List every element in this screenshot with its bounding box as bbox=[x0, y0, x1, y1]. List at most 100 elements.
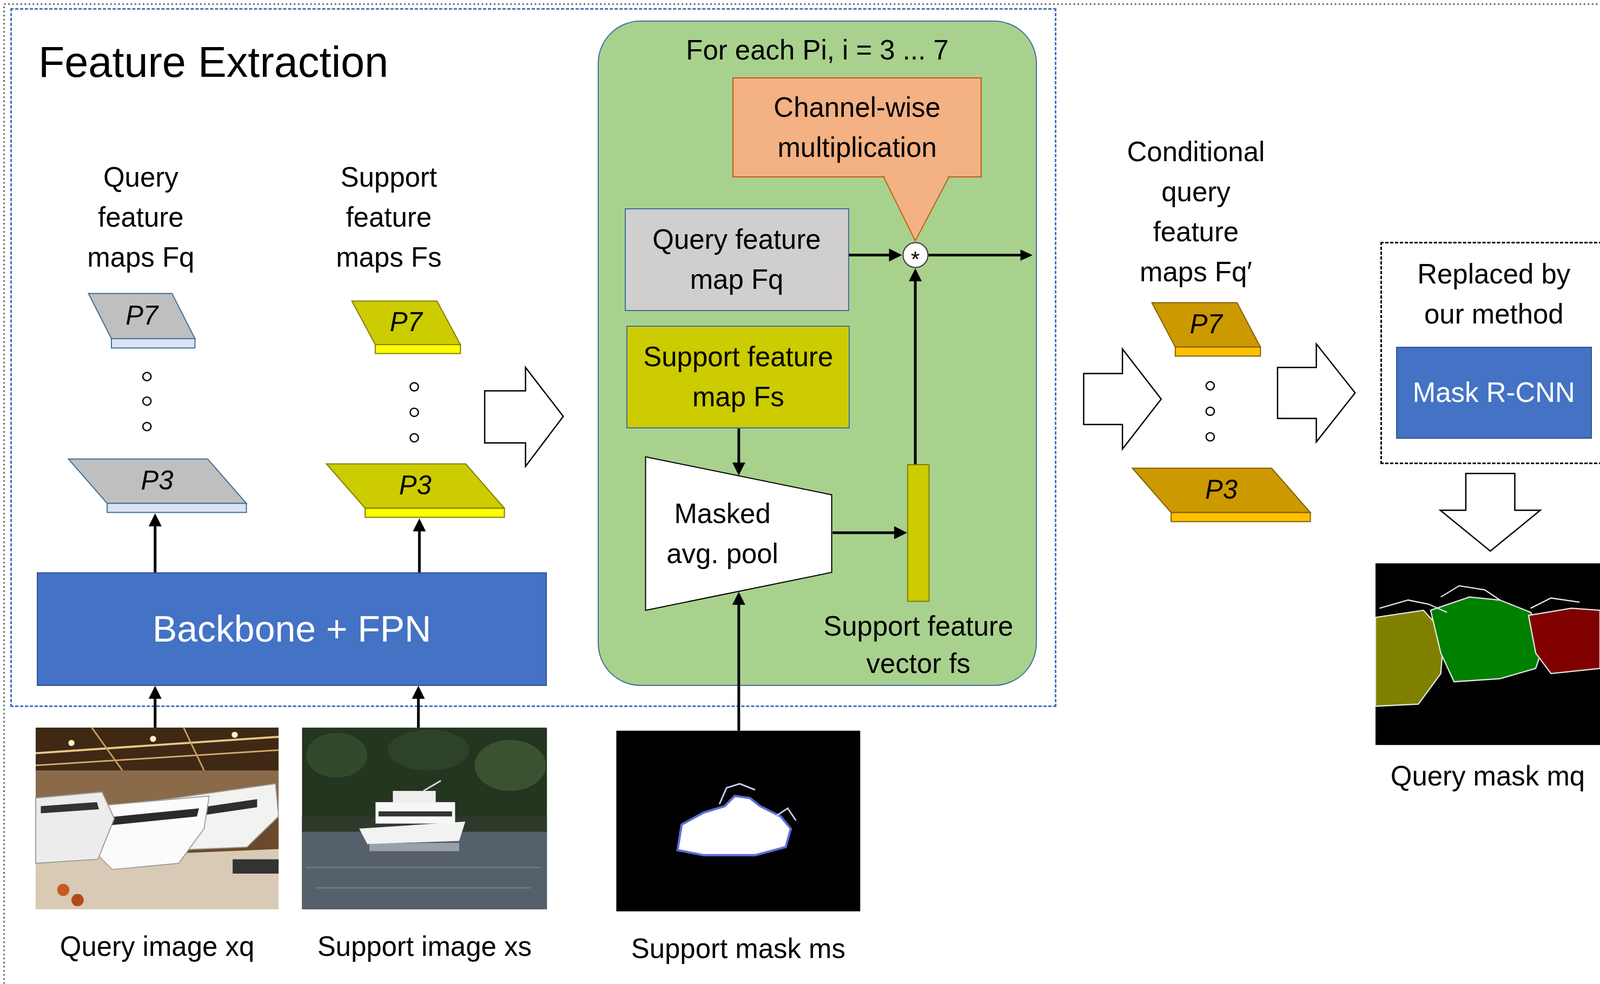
ceiling-beam bbox=[183, 727, 205, 771]
group-label: Support feature maps Fs bbox=[322, 157, 455, 278]
ellipsis-dots bbox=[142, 372, 1215, 442]
arrow-connector bbox=[832, 526, 908, 540]
feature-map-slab: P3 bbox=[67, 458, 248, 514]
slab-face bbox=[1132, 467, 1311, 513]
feature-map-slab: P3 bbox=[1131, 467, 1312, 523]
level-label: P3 bbox=[1205, 475, 1238, 505]
boat-window bbox=[202, 798, 258, 816]
slab-face bbox=[88, 293, 196, 340]
arrow-connector bbox=[849, 248, 903, 262]
mask-outline bbox=[1440, 585, 1500, 600]
region-heading: Replaced by our method bbox=[1402, 254, 1586, 335]
box-text: Query feature map Fq bbox=[632, 219, 842, 300]
level-label: P7 bbox=[389, 307, 423, 337]
arrow-line bbox=[153, 525, 157, 573]
lamp bbox=[231, 731, 238, 738]
boat-top bbox=[392, 790, 436, 804]
tree bbox=[306, 732, 368, 778]
support-mask-illustration bbox=[616, 730, 861, 912]
box-text: Backbone + FPN bbox=[152, 602, 432, 656]
arrow-connector bbox=[148, 513, 162, 573]
arrow-head bbox=[148, 513, 162, 527]
callout-tail bbox=[883, 174, 950, 242]
block-arrow bbox=[484, 367, 564, 467]
box-text: Channel-wise multiplication bbox=[741, 87, 974, 168]
arrow-line bbox=[914, 280, 917, 465]
box-text: Mask R-CNN bbox=[1412, 372, 1576, 413]
region-title: Feature Extraction bbox=[38, 36, 389, 88]
label-anchor: Conditional query feature maps Fq′ bbox=[1120, 131, 1272, 292]
feature-map-slab: P7 bbox=[1151, 301, 1262, 357]
output-arrow-head bbox=[1020, 249, 1033, 261]
ceiling-beam bbox=[35, 736, 279, 753]
arrow-line bbox=[153, 697, 157, 728]
arrow-connector bbox=[412, 518, 426, 573]
ceiling-beam bbox=[35, 750, 279, 766]
arrow-head bbox=[412, 518, 426, 532]
photo-ground bbox=[35, 727, 279, 910]
water-ripple bbox=[306, 866, 541, 869]
dot bbox=[1206, 407, 1215, 416]
mask-blob bbox=[1528, 607, 1600, 674]
mask-ground bbox=[1375, 563, 1600, 745]
block-arrow bbox=[1083, 348, 1161, 449]
level-label: P3 bbox=[141, 466, 174, 496]
boat bbox=[35, 791, 115, 864]
boat-window bbox=[40, 802, 99, 814]
level-label: P7 bbox=[1189, 309, 1223, 340]
feature-map-slab: P7 bbox=[87, 292, 196, 349]
level-label: P3 bbox=[399, 471, 432, 501]
group-label: Query feature maps Fq bbox=[74, 157, 208, 278]
dot bbox=[142, 397, 151, 406]
slab-edge bbox=[375, 344, 461, 354]
dot bbox=[1206, 432, 1215, 441]
trapezoid-outline bbox=[645, 457, 832, 611]
callout-box: Channel-wise multiplication bbox=[732, 77, 982, 178]
photo-ground bbox=[301, 727, 547, 910]
arrow-line bbox=[737, 428, 740, 464]
vector-rect bbox=[907, 464, 930, 602]
slab-face bbox=[1151, 302, 1261, 348]
rope bbox=[57, 883, 70, 897]
caption-text: Query mask mq bbox=[1375, 756, 1600, 797]
arrow-connector bbox=[732, 428, 746, 476]
level-label: P7 bbox=[125, 301, 158, 331]
slab-edge bbox=[365, 508, 505, 518]
shape-outline bbox=[907, 464, 930, 603]
model-box: Mask R-CNN bbox=[1396, 346, 1592, 439]
operator-circle: * bbox=[902, 241, 929, 269]
dot bbox=[142, 372, 151, 381]
arrow-head bbox=[894, 526, 908, 540]
dot bbox=[1206, 381, 1215, 390]
replacement-box: Replaced by our methodMask R-CNN bbox=[1380, 241, 1600, 465]
caption-text: Support feature vector fs bbox=[808, 607, 1029, 683]
boat-hull bbox=[359, 821, 466, 845]
mask-outline bbox=[719, 783, 756, 805]
shape-outline bbox=[644, 455, 833, 612]
arrow-head bbox=[889, 248, 903, 262]
arrow-connector bbox=[411, 685, 425, 728]
mask-blob bbox=[1430, 597, 1546, 683]
dot bbox=[410, 408, 419, 417]
support-image-illustration bbox=[301, 727, 547, 910]
dot bbox=[410, 382, 419, 391]
output-arrow-line bbox=[928, 253, 1022, 257]
slab-edge bbox=[107, 503, 247, 513]
query-image-illustration bbox=[35, 727, 279, 910]
boat-window bbox=[378, 811, 453, 817]
tree bbox=[474, 739, 546, 791]
mask-blob bbox=[677, 795, 791, 855]
arrow-head bbox=[148, 685, 162, 699]
process-box: Support feature map Fs bbox=[626, 325, 850, 429]
mask-outline bbox=[775, 808, 797, 821]
dot bbox=[410, 433, 419, 442]
mask-outline bbox=[1379, 599, 1448, 613]
slab-face bbox=[351, 300, 461, 345]
process-box: Query feature map Fq bbox=[624, 208, 850, 312]
slab-edge bbox=[1171, 512, 1311, 522]
boat-cabin bbox=[375, 802, 455, 824]
label-anchor: Support feature maps Fs bbox=[322, 157, 455, 278]
group-label: Conditional query feature maps Fq′ bbox=[1120, 131, 1272, 292]
mask-outline bbox=[1530, 598, 1580, 609]
dot bbox=[142, 422, 151, 431]
